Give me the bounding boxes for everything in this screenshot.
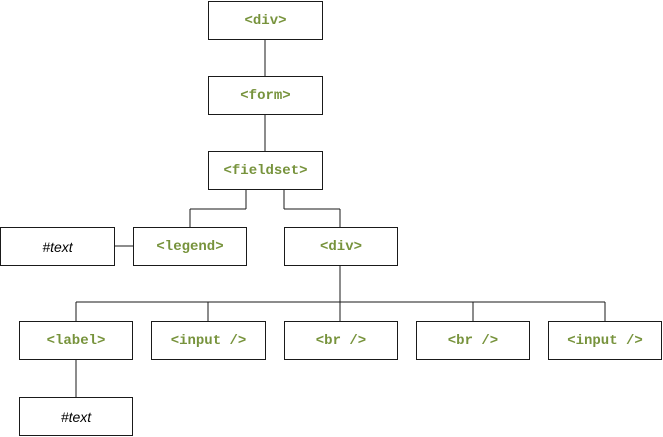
node-label: <br /> (447, 332, 499, 349)
node-label: <input /> (567, 332, 643, 349)
node-input-2: <input /> (548, 321, 662, 360)
node-text-2: #text (19, 397, 133, 436)
node-form: <form> (208, 76, 323, 115)
node-br-1: <br /> (284, 321, 398, 360)
node-label-element: <label> (19, 321, 133, 360)
node-label: <form> (240, 87, 291, 104)
node-label: <br /> (315, 332, 367, 349)
node-root-div: <div> (208, 1, 323, 40)
node-label: #text (42, 238, 73, 255)
node-br-2: <br /> (416, 321, 530, 360)
node-fieldset: <fieldset> (208, 151, 323, 190)
node-label: <legend> (156, 238, 224, 255)
node-legend: <legend> (133, 227, 247, 266)
node-label: <input /> (170, 332, 247, 349)
node-label: <fieldset> (223, 162, 308, 179)
node-input-1: <input /> (151, 321, 266, 360)
node-inner-div: <div> (284, 227, 398, 266)
node-label: <div> (244, 12, 287, 29)
node-label: #text (60, 408, 92, 425)
node-label: <div> (319, 238, 362, 255)
node-text-1: #text (0, 227, 115, 266)
node-label: <label> (46, 332, 106, 349)
